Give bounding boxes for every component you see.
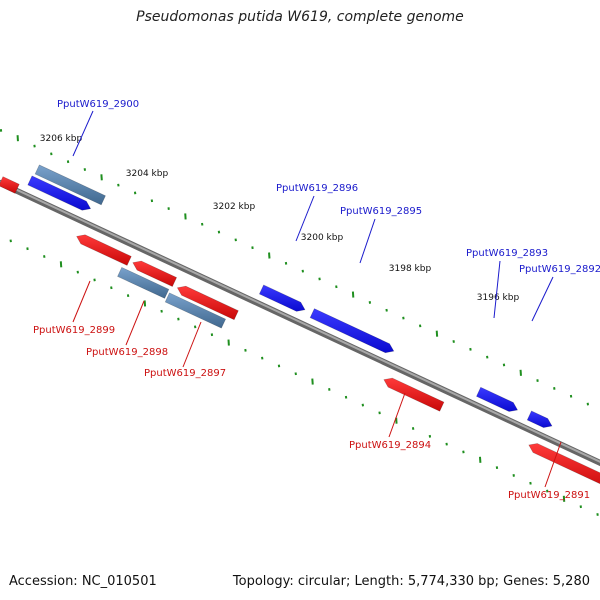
accession-text: Accession: NC_010501 (9, 574, 157, 589)
gene-leader-line (359, 218, 376, 264)
gene-other (117, 266, 170, 299)
gene-label: PputW619_2899 (33, 325, 115, 336)
gene-leader-line (388, 392, 406, 438)
gene-label: PputW619_2894 (349, 440, 431, 451)
gene-forward (526, 410, 553, 428)
scale-label: 3198 kbp (389, 264, 432, 274)
scale-label: 3202 kbp (213, 202, 256, 212)
gene-label: PputW619_2900 (57, 99, 139, 110)
topology-text: Topology: circular; Length: 5,774,330 bp… (232, 574, 590, 589)
gene-label: PputW619_2898 (86, 347, 168, 358)
scale-label: 3200 kbp (301, 233, 344, 243)
scale-label: 3206 kbp (40, 134, 83, 144)
gene-reverse (176, 285, 239, 321)
gene-forward (309, 308, 395, 354)
gene-forward (258, 284, 306, 312)
gene-reverse (132, 260, 178, 287)
gene-leader-line (544, 441, 562, 488)
gene-reverse (383, 377, 445, 412)
gene-leader-line (125, 300, 145, 346)
gene-label: PputW619_2895 (340, 206, 422, 217)
gene-label: PputW619_2893 (466, 248, 548, 259)
gene-label: PputW619_2896 (276, 183, 358, 194)
map-title: Pseudomonas putida W619, complete genome (136, 9, 464, 25)
gene-reverse (76, 234, 132, 266)
scale-label: 3196 kbp (477, 293, 520, 303)
gene-reverse (0, 176, 20, 194)
gene-leader-line (182, 321, 202, 368)
gene-leader-line (72, 280, 91, 323)
scale-label: 3204 kbp (126, 169, 169, 179)
gene-label: PputW619_2897 (144, 368, 226, 379)
gene-leader-line (72, 110, 94, 157)
gene-label: PputW619_2892 (519, 264, 600, 275)
gene-other (34, 164, 106, 206)
gene-leader-line (531, 276, 554, 322)
gene-leader-line (493, 260, 501, 319)
gene-leader-line (295, 195, 315, 242)
gene-reverse (528, 443, 600, 485)
gene-forward (476, 386, 519, 412)
gene-label: PputW619_2891 (508, 490, 590, 501)
gene-other (164, 292, 227, 329)
backbone-highlight (0, 180, 600, 463)
gene-forward (27, 175, 92, 211)
